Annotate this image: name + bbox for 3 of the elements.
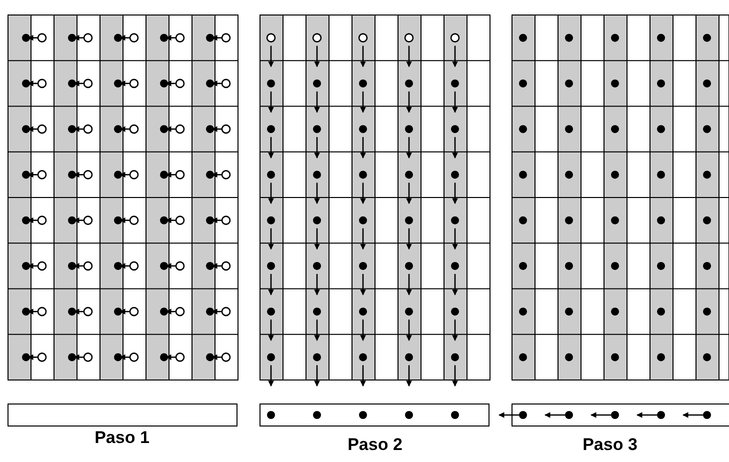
step-label: Paso 3	[582, 435, 638, 455]
step-label: Paso 1	[94, 428, 150, 448]
step-label: Paso 2	[348, 435, 402, 455]
